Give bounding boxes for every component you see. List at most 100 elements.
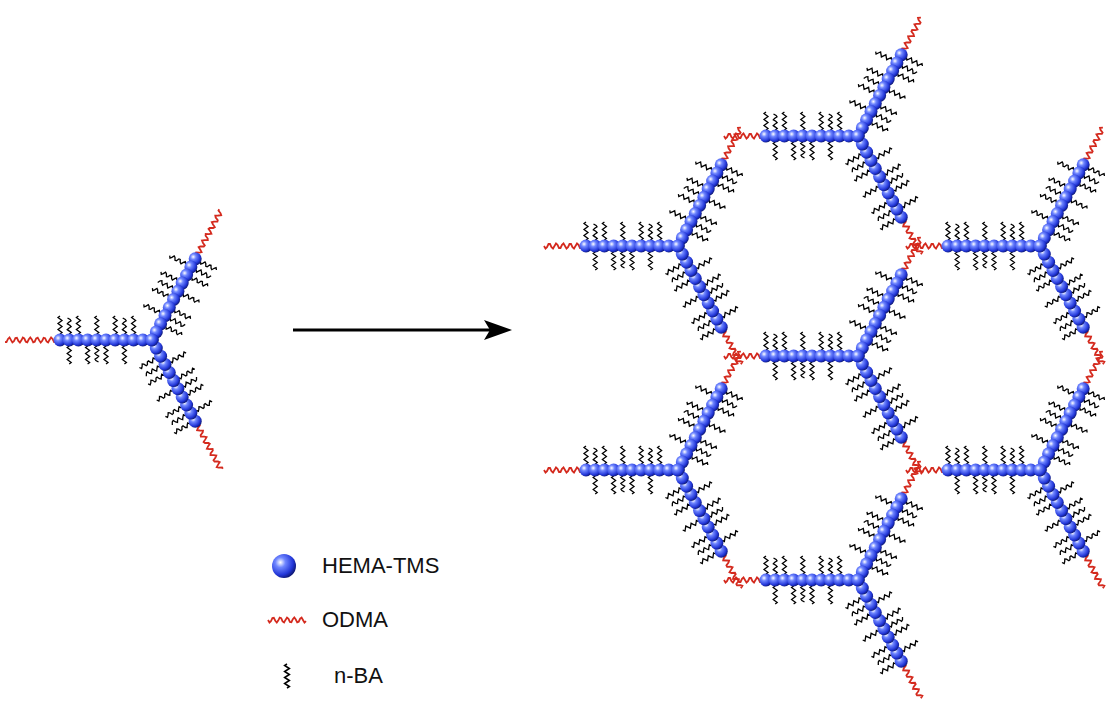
n-ba-chain [678, 418, 694, 427]
n-ba-chain [1034, 496, 1047, 506]
hema-tms-bead [852, 130, 865, 143]
n-ba-chain [1063, 216, 1079, 225]
n-ba-chain [889, 534, 905, 542]
n-ba-chain [898, 294, 914, 303]
hema-tms-bead [1034, 464, 1047, 477]
n-ba-chain [889, 617, 902, 627]
n-ba-chain [683, 297, 699, 308]
odma-chain [194, 421, 223, 469]
n-ba-chain [955, 476, 959, 494]
n-ba-chain [845, 598, 861, 609]
n-ba-chain [1001, 222, 1005, 240]
n-ba-chain [593, 448, 597, 464]
n-ba-chain [1020, 222, 1024, 240]
n-ba-chain [683, 521, 699, 532]
n-ba-chain [1084, 400, 1099, 408]
n-ba-chain [67, 346, 71, 364]
n-ba-chain [955, 224, 959, 240]
n-ba-chain [1058, 448, 1073, 456]
n-ba-chain [1020, 446, 1024, 464]
n-ba-chain [838, 112, 842, 130]
n-ba-chain [705, 498, 721, 509]
n-ba-chain [113, 316, 117, 334]
n-ba-chain [1071, 424, 1087, 432]
n-ba-chain [792, 142, 796, 160]
hema-tms-bead [672, 240, 685, 253]
n-ba-chain [1036, 504, 1052, 515]
n-ba-chain [700, 329, 716, 340]
n-ba-chain [1032, 210, 1048, 218]
n-ba-chain [1049, 178, 1065, 186]
n-ba-chain [718, 184, 734, 193]
n-ba-chain [845, 154, 861, 165]
n-ba-chain [672, 496, 685, 506]
n-ba-chain [828, 362, 832, 380]
n-ba-chain [819, 556, 823, 574]
n-ba-chain [727, 392, 743, 400]
n-ba-chain [158, 281, 173, 289]
n-ba-chain [867, 288, 883, 296]
n-ba-chain [175, 310, 191, 319]
n-ba-chain [878, 431, 891, 441]
n-ba-chain [648, 224, 652, 240]
hema-tms-bead [852, 350, 865, 363]
n-ba-chain [1040, 418, 1056, 427]
n-ba-chain [898, 74, 914, 83]
n-ba-chain [894, 181, 910, 192]
n-ba-chain [902, 641, 918, 652]
n-ba-chain [709, 200, 725, 208]
n-ba-chain [1080, 408, 1096, 417]
n-ba-chain [172, 415, 185, 425]
hema-tms-bead [146, 334, 159, 347]
n-ba-chain [764, 112, 768, 130]
legend-swatch [285, 664, 290, 688]
n-ba-chain [722, 400, 737, 408]
n-ba-chain [1036, 280, 1052, 291]
n-ba-chain [696, 386, 712, 395]
n-ba-chain [810, 362, 814, 380]
n-ba-chain [698, 545, 711, 555]
n-ba-chain [1001, 446, 1005, 464]
n-ba-chain [876, 496, 892, 505]
n-ba-chain [838, 556, 842, 574]
n-ba-chain [612, 476, 616, 494]
n-ba-chain [858, 528, 874, 537]
n-ba-chain [1010, 448, 1014, 464]
n-ba-chain [696, 258, 712, 269]
legend-label: n-BA [334, 662, 383, 690]
n-ba-chain [872, 567, 888, 575]
n-ba-chain [773, 142, 777, 160]
n-ba-chain [709, 283, 722, 293]
n-ba-chain [964, 222, 968, 240]
n-ba-chain [881, 106, 897, 115]
n-ba-chain [983, 446, 987, 464]
n-ba-chain [1080, 184, 1096, 193]
n-ba-chain [709, 507, 722, 517]
n-ba-chain [1089, 392, 1105, 400]
n-ba-chain [658, 222, 662, 240]
n-ba-chain [1084, 531, 1100, 542]
n-ba-chain [1084, 176, 1099, 184]
n-ba-chain [1046, 187, 1061, 195]
n-ba-chain [955, 448, 959, 464]
n-ba-chain [876, 114, 891, 122]
n-ba-chain [773, 586, 777, 604]
n-ba-chain [876, 558, 891, 566]
n-ba-chain [183, 294, 199, 302]
n-ba-chain [889, 173, 902, 183]
n-ba-chain [166, 327, 182, 335]
n-ba-chain [144, 304, 160, 312]
n-ba-chain [876, 52, 892, 61]
n-ba-chain [684, 187, 699, 195]
n-ba-chain [782, 332, 786, 350]
n-ba-chain [764, 556, 768, 574]
n-ba-chain [722, 531, 738, 542]
n-ba-chain [201, 262, 217, 270]
n-ba-chain [170, 318, 185, 326]
n-ba-chain [801, 142, 805, 158]
hema-tms-bead [852, 574, 865, 587]
n-ba-chain [1062, 553, 1078, 564]
n-ba-chain [674, 504, 690, 515]
n-ba-chain [161, 272, 177, 280]
